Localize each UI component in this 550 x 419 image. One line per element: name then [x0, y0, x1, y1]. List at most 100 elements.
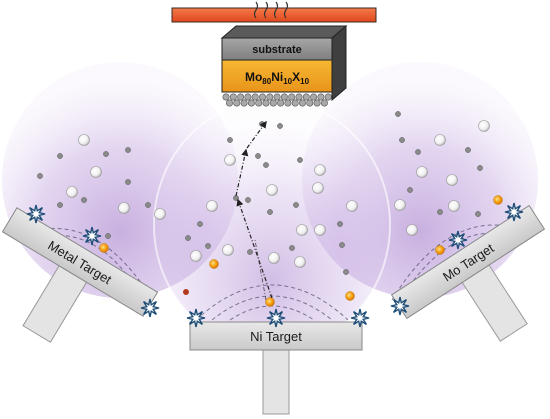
target-center-post	[262, 347, 290, 415]
sputtered-atom	[314, 164, 326, 176]
sputtered-atom	[90, 166, 102, 178]
sputtered-atom	[407, 187, 413, 193]
ion	[99, 243, 109, 253]
deposited-atom	[229, 93, 237, 101]
deposited-atom	[247, 99, 255, 107]
sputtered-atom	[343, 269, 349, 275]
deposited-atom	[310, 93, 318, 101]
sputtered-atom	[233, 195, 239, 201]
sputtered-atom	[57, 202, 63, 208]
deposited-atom	[237, 93, 245, 101]
sputtered-atom	[206, 200, 218, 212]
heat-wave-icon	[253, 1, 259, 19]
sputtered-atom	[125, 179, 131, 185]
heater	[171, 1, 377, 23]
sputtered-atom	[78, 134, 90, 146]
impact-flash-icon	[186, 308, 206, 328]
heat-wave-icon	[263, 1, 269, 19]
sputtered-atom	[263, 162, 269, 168]
ion	[345, 291, 355, 301]
sputtered-atom	[105, 233, 111, 239]
deposited-atom	[266, 93, 274, 101]
target-center-label: Ni Target	[250, 329, 302, 344]
ion-impacts	[26, 202, 524, 328]
deposited-atom	[262, 99, 270, 107]
deposited-atom	[280, 93, 288, 101]
sputtered-atom	[255, 153, 261, 159]
impact-flash-icon	[26, 204, 46, 224]
sputtered-atom	[222, 244, 234, 256]
target-right: Mo Target	[390, 204, 546, 342]
sputtered-atom	[227, 137, 233, 143]
ion	[493, 195, 503, 205]
sputtered-atom	[293, 202, 299, 208]
sputtered-atom	[478, 120, 490, 132]
sputtered-atom	[81, 197, 87, 203]
deposited-atom	[320, 99, 328, 107]
deposited-atom	[284, 99, 292, 107]
deposited-atom	[324, 93, 332, 101]
sputtered-atom	[399, 137, 405, 143]
sputtered-atom	[465, 147, 471, 153]
deposited-atoms	[222, 93, 332, 107]
sputtered-atom	[339, 242, 345, 248]
sputtered-atom	[125, 147, 131, 153]
sputtered-atom	[294, 256, 306, 268]
sputtered-atom	[296, 224, 308, 236]
deposited-atom	[295, 93, 303, 101]
sputtered-atom	[154, 208, 166, 220]
deposited-atom	[313, 99, 321, 107]
sputtered-atom	[312, 182, 324, 194]
sputtered-atom	[37, 173, 43, 179]
film-layer	[221, 59, 333, 93]
impact-flash-icon	[504, 202, 524, 222]
impact-flash-icon	[266, 308, 286, 328]
sputtered-atom	[277, 123, 283, 129]
deposited-atom	[291, 99, 299, 107]
ion	[183, 289, 189, 295]
atom-trajectory	[235, 120, 273, 301]
sputtered-atom	[185, 235, 191, 241]
sputtered-atom	[346, 200, 358, 212]
sputtered-atom	[337, 221, 343, 227]
deposited-atom	[244, 93, 252, 101]
sputtered-atoms	[37, 111, 503, 307]
sputtered-atom	[446, 174, 458, 186]
sputtered-atom	[395, 111, 401, 117]
ion	[435, 245, 445, 255]
deposited-atom	[233, 99, 241, 107]
sputtered-atom	[66, 186, 78, 198]
target-left: Metal Target	[1, 207, 159, 343]
sputtered-atom	[190, 250, 202, 262]
sputtered-atom	[197, 221, 203, 227]
sputtered-atom	[477, 165, 483, 171]
deposited-atom	[258, 93, 266, 101]
sputtered-atom	[406, 224, 418, 236]
sputtered-atom	[434, 134, 446, 146]
deposited-atom	[306, 99, 314, 107]
sputtered-atom	[267, 209, 273, 215]
sputtered-atom	[118, 202, 130, 214]
deposited-atom	[222, 93, 230, 101]
sputtered-atom	[247, 249, 253, 255]
substrate-label: substrate	[252, 44, 302, 56]
deposited-atom	[302, 93, 310, 101]
impact-flash-icon	[82, 226, 102, 246]
deposited-atom	[298, 99, 306, 107]
target-left-post	[22, 265, 88, 343]
ion	[265, 297, 275, 307]
sputtered-atom	[289, 245, 295, 251]
heat-wave-icon	[283, 1, 289, 19]
sputtered-atom	[448, 200, 460, 212]
sputtered-atom	[314, 224, 326, 236]
sputtered-atom	[245, 197, 251, 203]
deposited-atom	[251, 93, 259, 101]
sputtered-atom	[475, 211, 481, 217]
deposited-atom	[226, 99, 234, 107]
deposited-atom	[288, 93, 296, 101]
sputtered-atom	[437, 209, 443, 215]
sputtered-atom	[297, 157, 303, 163]
sputtered-atom	[57, 153, 63, 159]
